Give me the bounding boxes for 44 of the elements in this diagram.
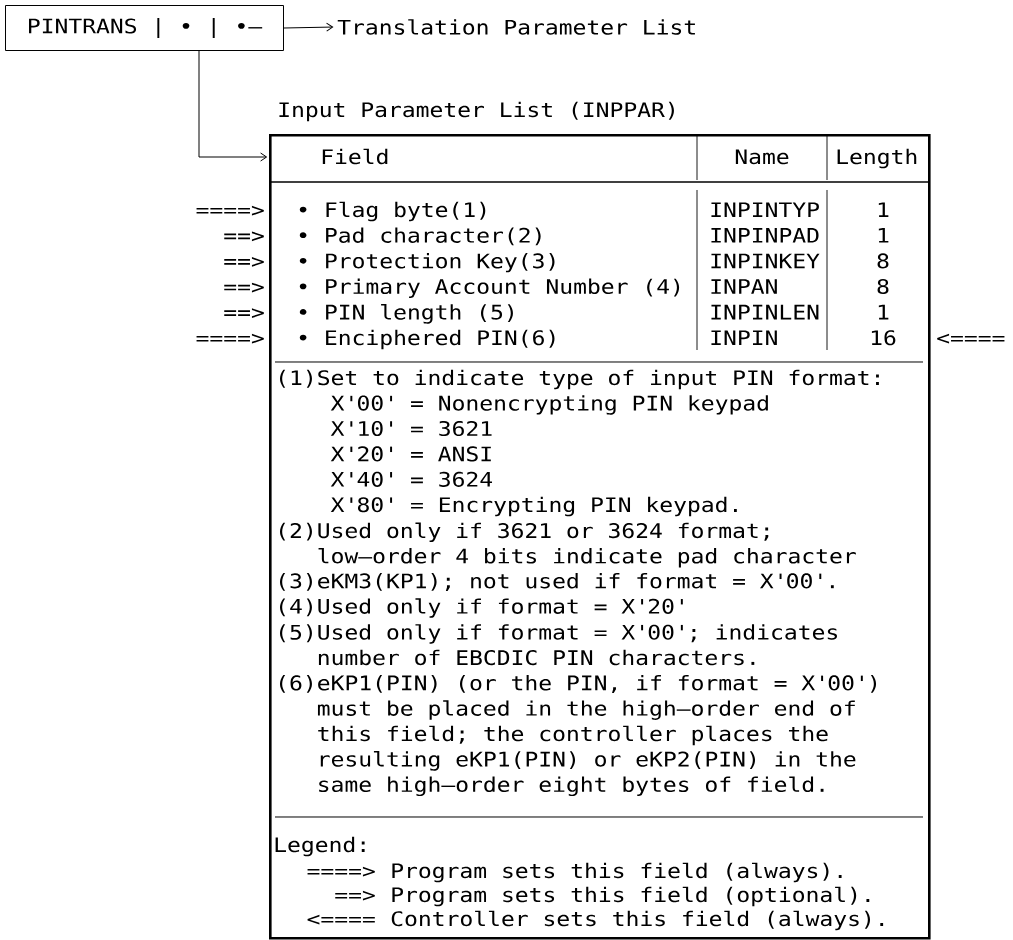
table-cell: • Enciphered PIN(6) <box>299 329 555 350</box>
legend-symbol: <==== <box>307 914 375 925</box>
footnote: (1)Set to indicate type of input PIN format: <box>280 369 879 390</box>
legend-text: Controller sets this field (always). <box>391 910 884 931</box>
table-cell: 1 <box>878 304 889 320</box>
legend-symbol: ====> <box>307 866 375 877</box>
footnote: (5)Used only if format = X'00'; indicates number of EBCDIC PIN characters. <box>280 624 837 666</box>
table-cell: • PIN length (5) <box>299 304 513 324</box>
arrow <box>198 50 268 162</box>
table-cell: INPINKEY <box>711 253 820 269</box>
footnote: (4)Used only if format = X'20' <box>280 598 683 618</box>
footnote-item: X'10' = 3621 <box>330 420 492 437</box>
table-cell: 1 <box>878 202 889 217</box>
instruction-box: PINTRANS | • | •– <box>5 5 284 51</box>
table-cell: 16 <box>871 330 896 346</box>
table-cell: INPIN <box>711 330 777 345</box>
table-cell: • Protection Key(3) <box>299 253 555 273</box>
column-header: Field <box>322 148 388 165</box>
table-cell: • Primary Account Number (4) <box>299 278 680 298</box>
table-cell: 8 <box>877 253 889 269</box>
footnote: (6)eKP1(PIN) (or the PIN, if format = X'00') must be placed in the high–order end of this field; the controller places the resulting eKP1(PIN) or eKP2(PIN) in the same high–order eight bytes of field. <box>280 675 877 797</box>
table-cell: INPINTYP <box>711 202 819 217</box>
arrow <box>283 22 334 32</box>
footnote-item: X'20' = ANSI <box>330 446 491 462</box>
legend-text: Program sets this field (always). <box>392 862 842 883</box>
legend-text: Program sets this field (optional). <box>392 886 870 907</box>
footnote-item: X'80' = Encrypting PIN keypad. <box>330 496 737 517</box>
table-cell: INPINPAD <box>711 228 819 243</box>
footnote: (2)Used only if 3621 or 3624 format; low–order 4 bits indicate pad character <box>280 522 856 568</box>
legend-heading: Legend: <box>275 836 365 857</box>
footnote-item: X'40' = 3624 <box>330 471 492 487</box>
list-heading: Input Parameter List (INPPAR) <box>279 101 674 122</box>
table-cell: • Flag byte(1) <box>299 201 486 222</box>
footnote: (3)eKM3(KP1); not used if format = X'00'. <box>280 573 834 591</box>
legend-symbol: ==> <box>335 890 375 901</box>
table-cell: 8 <box>877 278 889 295</box>
table-cell: INPINLEN <box>711 304 819 320</box>
footnote-item: X'00' = Nonencrypting PIN keypad <box>330 395 768 415</box>
column-header: Name <box>735 149 789 165</box>
table-cell: INPAN <box>711 279 777 294</box>
table-cell: 1 <box>878 228 889 243</box>
column-header: Length <box>837 148 917 169</box>
list-name: Translation Parameter List <box>337 19 695 35</box>
table-cell: • Pad character(2) <box>299 227 541 246</box>
